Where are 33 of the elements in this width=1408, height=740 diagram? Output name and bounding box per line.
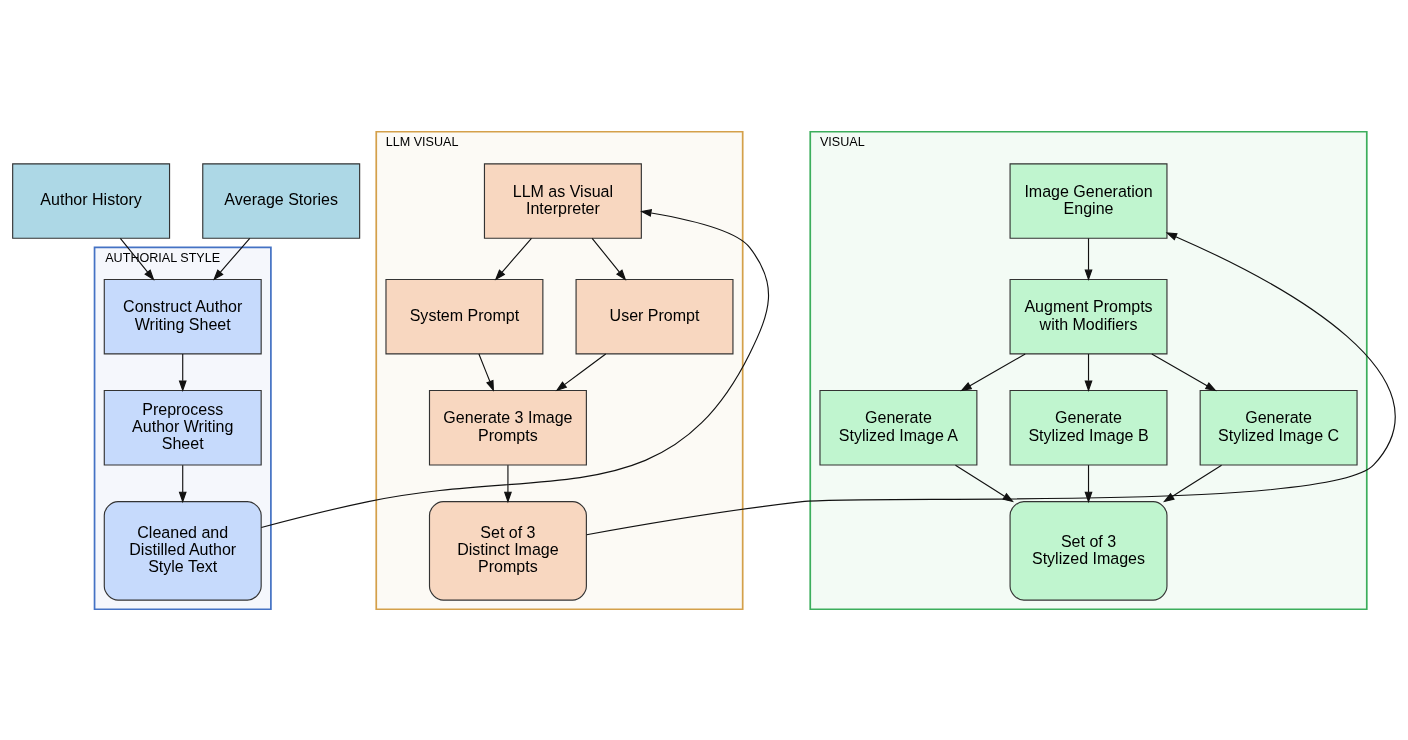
node-box: LLM as Visual Interpreter <box>483 162 642 239</box>
arrow <box>213 237 251 281</box>
arrow <box>1163 464 1223 502</box>
node-box: Set of 3 Distinct Image Prompts <box>428 500 587 601</box>
arrow <box>478 352 494 392</box>
node-box: Generate Stylized Image B <box>1009 389 1168 466</box>
node-box: Preprocess Author Writing Sheet <box>103 389 262 466</box>
arrow <box>591 237 627 281</box>
arrow <box>494 237 533 281</box>
node-box: Average Stories <box>202 162 361 239</box>
node-box: Cleaned and Distilled Author Style Text <box>103 500 262 601</box>
node-box: Generate Stylized Image C <box>1199 389 1358 466</box>
node-box: Generate Stylized Image A <box>819 389 978 466</box>
arrow <box>503 464 512 503</box>
arrow <box>1151 352 1217 391</box>
node-box: Augment Prompts with Modifiers <box>1009 278 1168 354</box>
arrow <box>260 208 769 528</box>
node-box: Set of 3 Stylized Images <box>1009 500 1168 601</box>
node-box: Image Generation Engine <box>1009 162 1168 239</box>
node-box: Generate 3 Image Prompts <box>428 389 587 466</box>
arrow <box>555 352 607 391</box>
arrow <box>960 352 1026 391</box>
node-box: User Prompt <box>575 278 734 354</box>
node-box: Author History <box>12 162 171 239</box>
arrow <box>1084 352 1093 392</box>
arrow <box>178 464 187 503</box>
node-box: System Prompt <box>385 278 544 354</box>
arrow <box>954 464 1014 502</box>
arrow <box>178 352 187 392</box>
arrow <box>1084 464 1093 503</box>
arrow <box>586 231 1396 535</box>
node-box: Construct Author Writing Sheet <box>103 278 262 354</box>
arrow <box>1084 237 1093 281</box>
